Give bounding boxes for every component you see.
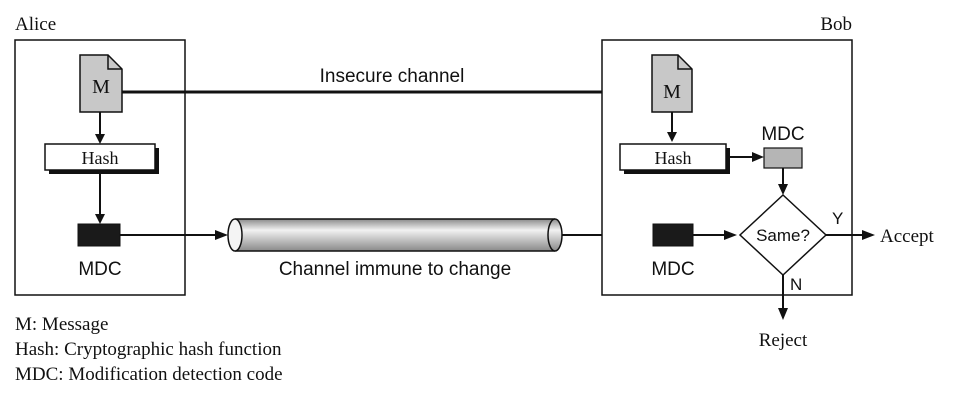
bob-message-label: M	[663, 81, 681, 103]
alice-mdc-block	[77, 223, 121, 247]
bob-hash-box	[619, 143, 727, 171]
arrow-head	[778, 184, 788, 195]
alice-hash-label: Hash	[82, 148, 119, 168]
bob-message-document-icon	[651, 54, 693, 113]
insecure-channel-label: Insecure channel	[320, 66, 465, 87]
arrow-head	[724, 230, 737, 240]
yes-label: Y	[832, 209, 843, 228]
immune-channel-pipe	[227, 218, 563, 252]
legend-item: MDC: Modification detection code	[15, 364, 283, 385]
no-label: N	[790, 275, 802, 294]
accept-label: Accept	[880, 226, 935, 247]
arrow-head	[862, 230, 875, 240]
arrow-head	[752, 152, 764, 162]
arrow-head	[95, 134, 105, 144]
arrow-head	[667, 132, 677, 142]
alice-label: Alice	[15, 14, 56, 35]
bob-received-mdc-label: MDC	[651, 259, 694, 280]
alice-hash-box	[44, 143, 156, 171]
bob-computed-mdc-block	[763, 147, 803, 169]
bob-hash-label: Hash	[655, 148, 692, 168]
arrow-head	[778, 308, 788, 320]
legend: M: Message Hash: Cryptographic hash func…	[15, 314, 283, 385]
arrow-head	[215, 230, 228, 240]
alice-mdc-label: MDC	[78, 259, 121, 280]
same-decision-label: Same?	[756, 226, 810, 245]
bob-label: Bob	[820, 14, 852, 35]
legend-item: M: Message	[15, 314, 108, 335]
immune-channel-label: Channel immune to change	[279, 259, 511, 280]
arrow-head	[95, 214, 105, 224]
bob-computed-mdc-label: MDC	[761, 124, 804, 145]
legend-item: Hash: Cryptographic hash function	[15, 339, 282, 360]
alice-message-label: M	[92, 76, 110, 98]
bob-received-mdc-block	[652, 223, 694, 247]
reject-label: Reject	[759, 330, 808, 351]
